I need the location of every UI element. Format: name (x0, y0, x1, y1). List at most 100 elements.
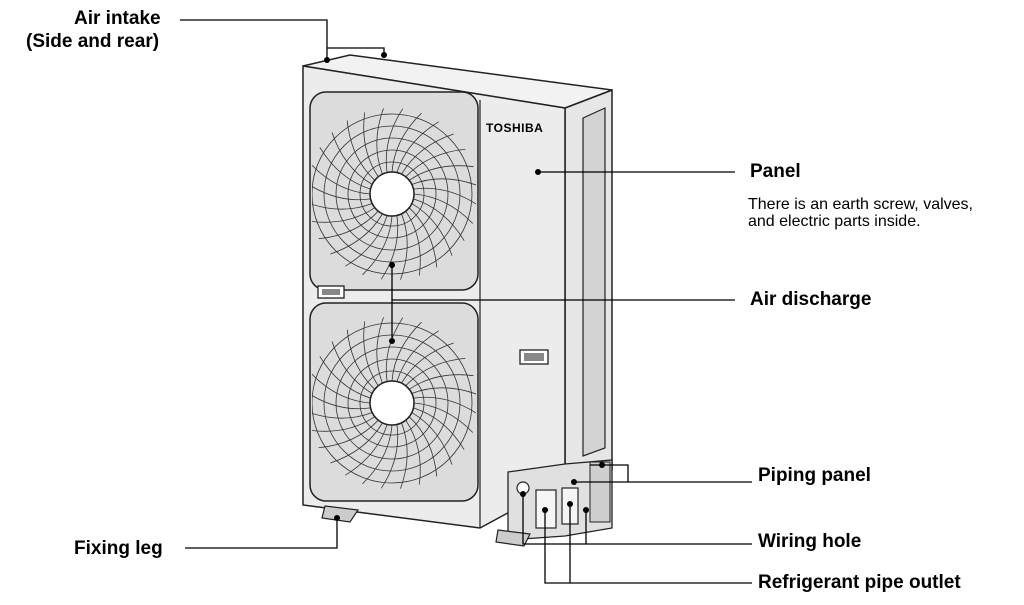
grille-blade (312, 373, 371, 404)
grille-ring (347, 149, 437, 239)
leader-dots (324, 52, 605, 521)
grille-blade (411, 387, 476, 395)
grille-blade (376, 317, 384, 384)
piping-panel-dot-2 (599, 462, 605, 468)
grille-blade (413, 193, 474, 224)
grille-blade (396, 330, 439, 382)
panel-dot (535, 169, 541, 175)
grille-ring (359, 370, 425, 436)
grille-blade (330, 422, 383, 464)
piping-panel-cover (589, 461, 611, 523)
wiring-hole-dot (520, 491, 526, 497)
grille-blade (400, 422, 408, 489)
grille-blade (405, 419, 421, 485)
grille-blade (408, 207, 438, 268)
fixing-leg-leader (185, 518, 338, 549)
refrigerant-dot-2 (567, 501, 573, 507)
air-intake-leader-2 (327, 47, 385, 55)
grille-blade (405, 210, 421, 276)
grille-blade (312, 207, 376, 223)
grille-blade (330, 213, 383, 255)
lower-fan-hub (369, 380, 415, 426)
piping-panel-label: Piping panel (758, 465, 871, 486)
grille-ring (359, 161, 425, 227)
grille-blade (385, 317, 404, 382)
air-intake-sublabel: (Side and rear) (26, 31, 160, 52)
front-handle-inner (322, 289, 340, 295)
grille-blade (312, 391, 371, 410)
wiring-hole-dot-2 (583, 507, 589, 513)
grille-blade (408, 165, 474, 181)
air-discharge-dot-1 (389, 262, 395, 268)
grille-ring (347, 358, 437, 448)
air-intake-dot (324, 57, 330, 63)
grille-blade (405, 357, 466, 387)
grille-blade (363, 321, 379, 387)
grille-blade (405, 148, 466, 178)
piping-panel-dot (571, 479, 577, 485)
grille-blade (401, 133, 454, 175)
grille-blade (319, 356, 371, 399)
grille-blade (413, 187, 476, 206)
panel-handle-inner (524, 353, 544, 361)
air-intake-leader (180, 19, 328, 60)
grille-blade (408, 374, 474, 390)
air-intake-label: Air intake (74, 8, 161, 29)
panel-note-line-2: and electric parts inside. (748, 213, 921, 230)
grille-blade (362, 215, 393, 276)
grille-blade (363, 112, 379, 178)
wiring-hole-label: Wiring hole (758, 531, 862, 552)
grille-blade (411, 412, 453, 465)
grille-blade (380, 215, 399, 280)
grille-blade (331, 341, 373, 394)
refrigerant-dot (542, 507, 548, 513)
grille-blade (413, 407, 465, 450)
brand-logo: TOSHIBA (486, 121, 543, 135)
grille-ring (335, 346, 449, 460)
grille-blade (312, 164, 371, 195)
leader-lines (180, 19, 752, 584)
grille-blade (401, 342, 454, 384)
grille-blade (331, 132, 373, 185)
grille-blade (312, 182, 371, 201)
air-discharge-label: Air discharge (750, 289, 872, 310)
upper-fan-hub (369, 171, 415, 217)
grille-blade (391, 321, 422, 382)
wiring-hole-leader (522, 494, 752, 545)
grille-blade (413, 396, 476, 415)
grille-blade (411, 178, 476, 186)
grille-blade (346, 120, 376, 181)
fixing-leg-dot (334, 515, 340, 521)
refrigerant-leader (544, 510, 752, 584)
grille-blade (400, 213, 408, 280)
panel-label: Panel (750, 161, 801, 182)
grille-blade (380, 424, 399, 489)
grille-blade (385, 108, 404, 173)
grille-blade (312, 202, 373, 210)
air-discharge-dot-2 (389, 338, 395, 344)
grille-ring (335, 137, 449, 251)
panel-note-line-1: There is an earth screw, valves, (748, 196, 973, 213)
grille-blade (413, 198, 465, 241)
grille-blade (413, 402, 474, 433)
grille-blade (408, 416, 438, 477)
grille-blade (391, 112, 422, 173)
grille-blade (312, 416, 376, 432)
grille-blade (319, 147, 371, 190)
grille-blade (411, 203, 453, 256)
grille-blade (346, 329, 376, 390)
grille-blade (318, 210, 379, 240)
fixing-leg-label: Fixing leg (74, 538, 163, 559)
grille-blade (345, 215, 388, 267)
grille-blade (345, 424, 388, 476)
air-intake-dot-2 (381, 52, 387, 58)
grille-blade (318, 419, 379, 449)
grille-blade (362, 424, 393, 485)
fixing-leg-shape (321, 505, 360, 523)
side-grille (582, 107, 606, 457)
grille-blade (396, 121, 439, 173)
grille-blade (312, 411, 373, 419)
grille-blade (376, 108, 384, 175)
